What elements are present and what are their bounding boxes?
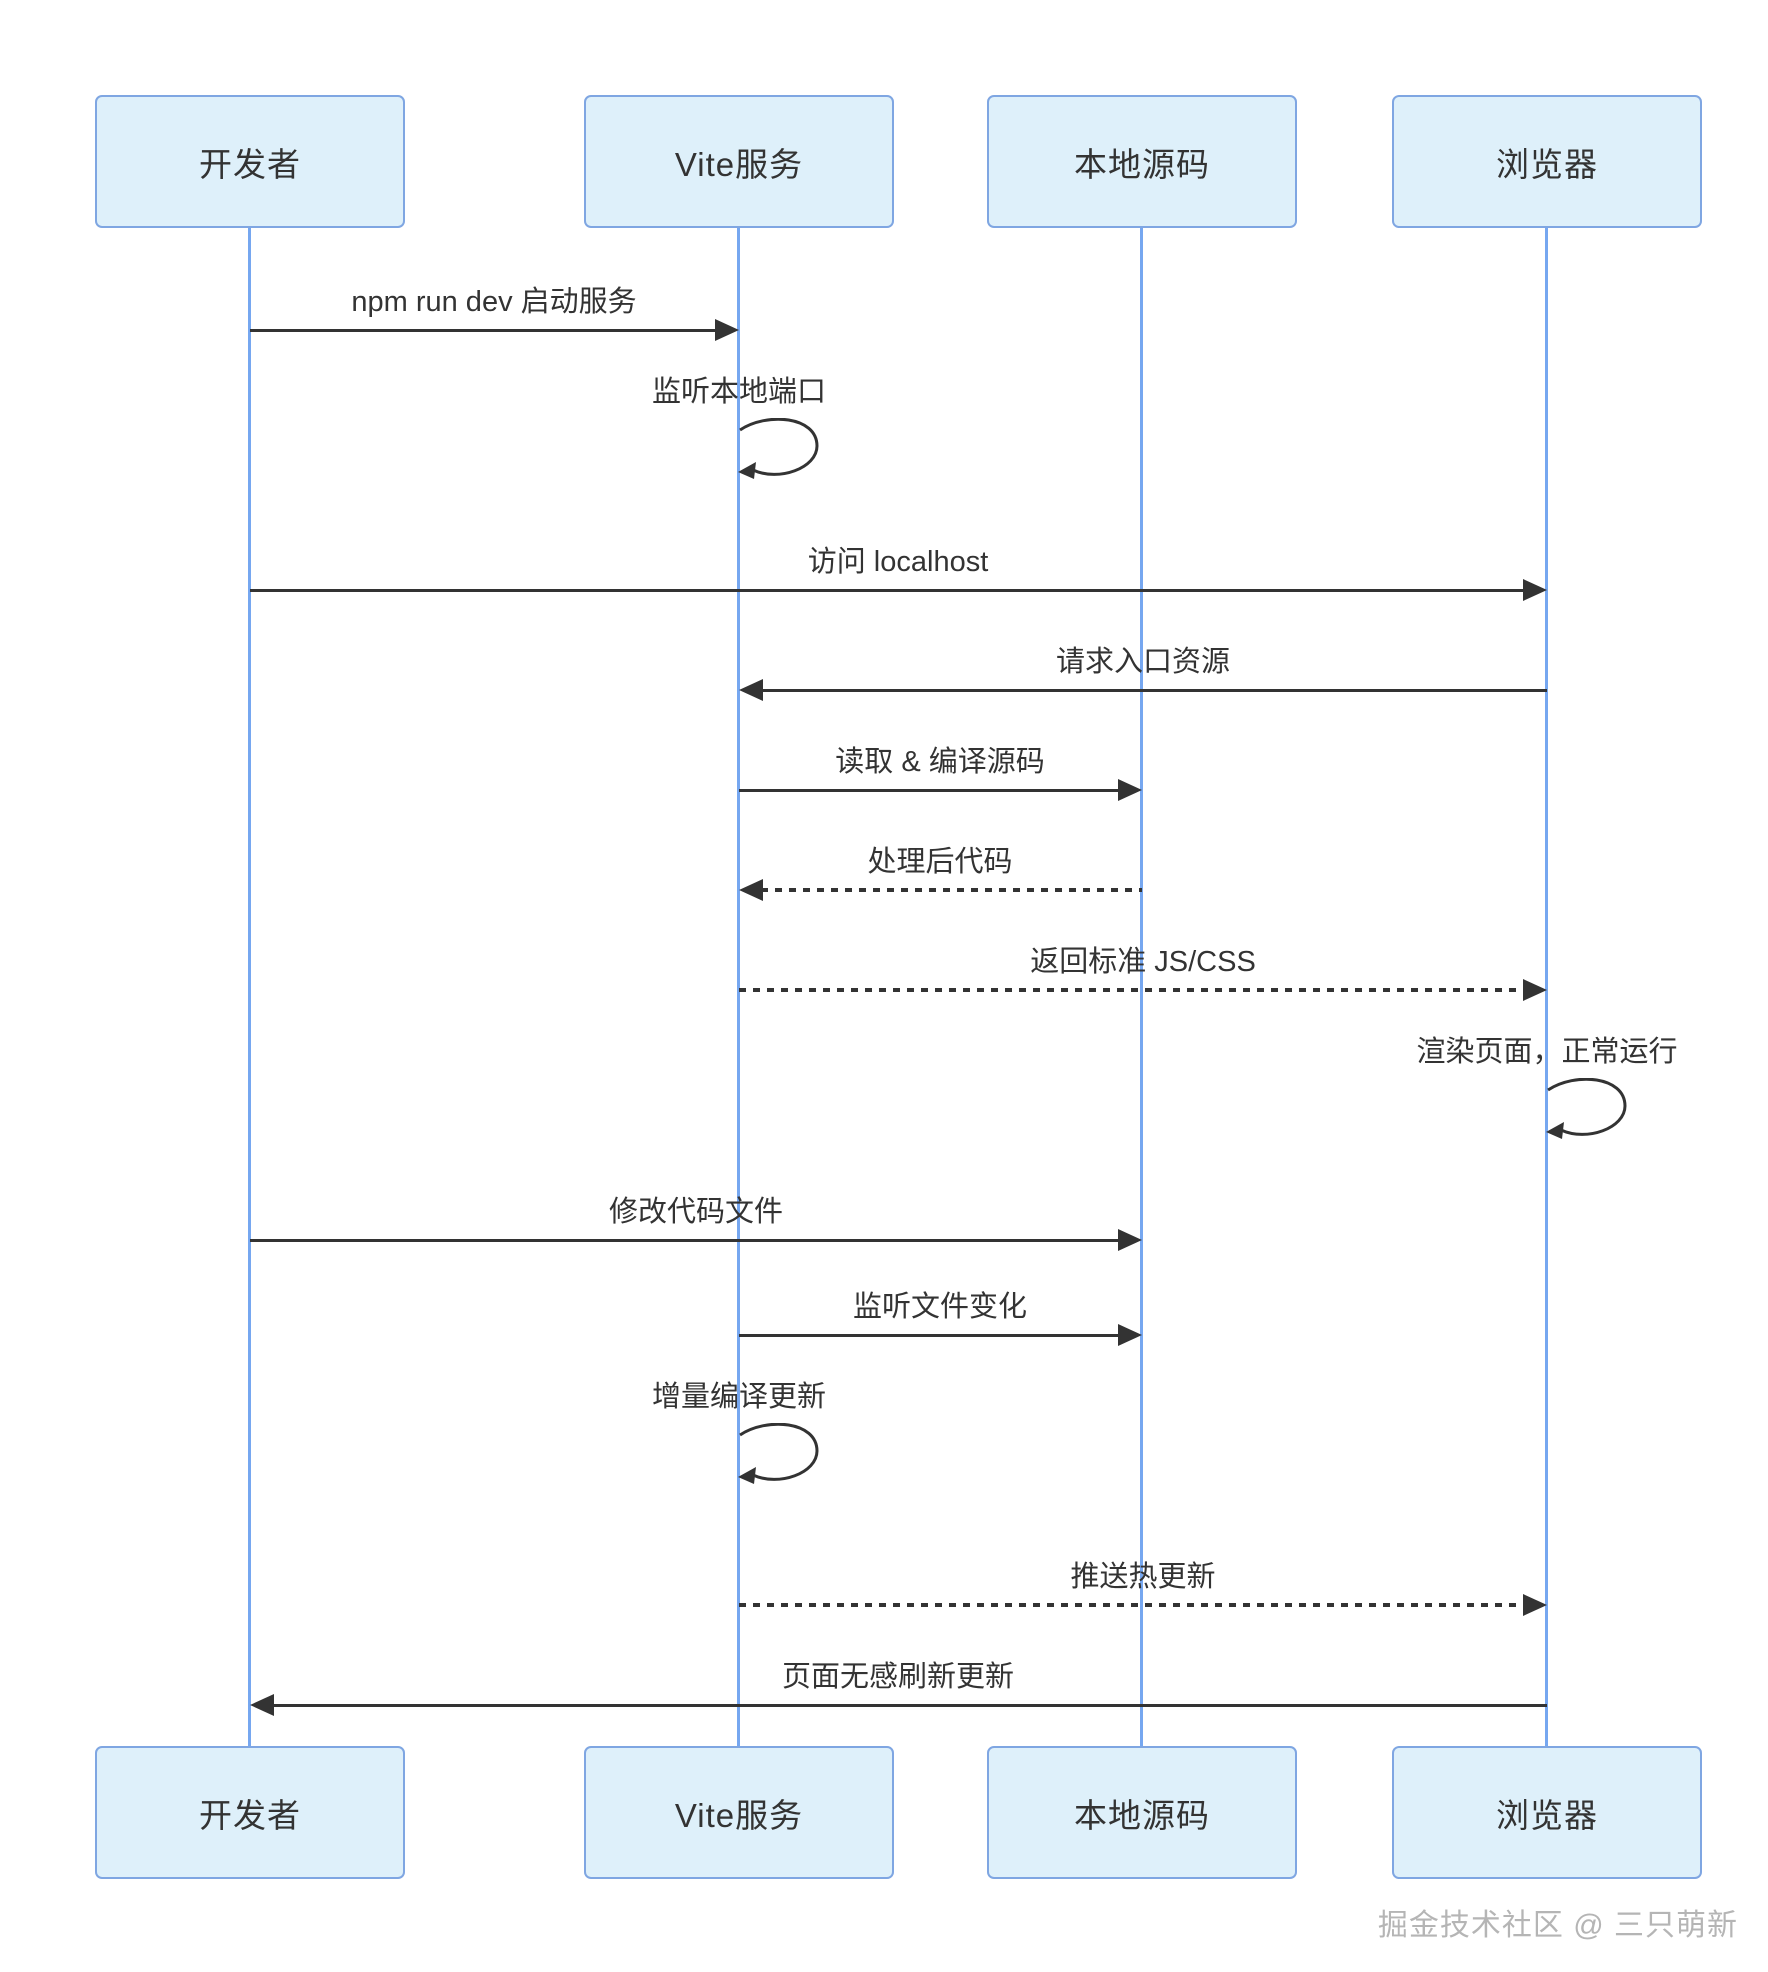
self-loop-arrow bbox=[1546, 1078, 1627, 1139]
message-line bbox=[739, 789, 1125, 792]
message-line bbox=[250, 589, 1530, 592]
lifeline-local-source bbox=[1140, 228, 1143, 1746]
self-loop-arrow bbox=[738, 418, 819, 479]
participant-label: Vite服务 bbox=[674, 1796, 804, 1834]
participant-vite-server-top: Vite服务 bbox=[584, 95, 894, 228]
message-line bbox=[761, 888, 1142, 892]
message-label: 返回标准 JS/CSS bbox=[1030, 946, 1256, 978]
arrowhead-icon bbox=[739, 679, 763, 701]
participant-label: 本地源码 bbox=[1074, 145, 1210, 183]
arrowhead-icon bbox=[1523, 1594, 1547, 1616]
message-label: 监听本地端口 bbox=[651, 376, 827, 408]
message-label: 修改代码文件 bbox=[608, 1196, 784, 1228]
message-label: 访问 localhost bbox=[807, 546, 989, 578]
lifeline-developer bbox=[248, 228, 251, 1746]
arrowhead-icon bbox=[715, 319, 739, 341]
message-label: 增量编译更新 bbox=[651, 1381, 827, 1413]
arrowhead-icon bbox=[1523, 979, 1547, 1001]
self-loop-arrow bbox=[738, 1423, 819, 1484]
participant-label: 浏览器 bbox=[1496, 145, 1598, 183]
participant-developer-bottom: 开发者 bbox=[95, 1746, 405, 1879]
message-line bbox=[272, 1704, 1547, 1707]
participant-label: Vite服务 bbox=[674, 145, 804, 183]
participant-local-source-bottom: 本地源码 bbox=[987, 1746, 1297, 1879]
message-label: npm run dev 启动服务 bbox=[351, 286, 637, 318]
arrowhead-icon bbox=[1118, 1324, 1142, 1346]
message-label: 请求入口资源 bbox=[1055, 646, 1231, 678]
watermark: 掘金技术社区 @ 三只萌新 bbox=[1377, 1909, 1738, 1942]
participant-browser-bottom: 浏览器 bbox=[1392, 1746, 1702, 1879]
arrowhead-icon bbox=[250, 1694, 274, 1716]
message-label: 处理后代码 bbox=[867, 846, 1013, 878]
arrowhead-icon bbox=[1523, 579, 1547, 601]
message-label: 页面无感刷新更新 bbox=[781, 1661, 1015, 1693]
message-line bbox=[761, 689, 1547, 692]
message-line bbox=[739, 988, 1529, 992]
arrowhead-icon bbox=[1118, 779, 1142, 801]
message-line bbox=[739, 1603, 1529, 1607]
message-label: 渲染页面，正常运行 bbox=[1416, 1036, 1678, 1068]
participant-label: 本地源码 bbox=[1074, 1796, 1210, 1834]
message-line bbox=[739, 1334, 1125, 1337]
participant-label: 开发者 bbox=[199, 145, 301, 183]
participant-vite-server-bottom: Vite服务 bbox=[584, 1746, 894, 1879]
participant-label: 开发者 bbox=[199, 1796, 301, 1834]
arrowhead-icon bbox=[739, 879, 763, 901]
message-line bbox=[250, 329, 722, 332]
message-line bbox=[250, 1239, 1125, 1242]
message-label: 推送热更新 bbox=[1070, 1561, 1216, 1593]
participant-local-source-top: 本地源码 bbox=[987, 95, 1297, 228]
arrowhead-icon bbox=[1118, 1229, 1142, 1251]
participant-developer-top: 开发者 bbox=[95, 95, 405, 228]
participant-browser-top: 浏览器 bbox=[1392, 95, 1702, 228]
lifeline-vite-server bbox=[737, 228, 740, 1746]
message-label: 读取 & 编译源码 bbox=[835, 746, 1045, 778]
message-label: 监听文件变化 bbox=[852, 1291, 1028, 1323]
participant-label: 浏览器 bbox=[1496, 1796, 1598, 1834]
